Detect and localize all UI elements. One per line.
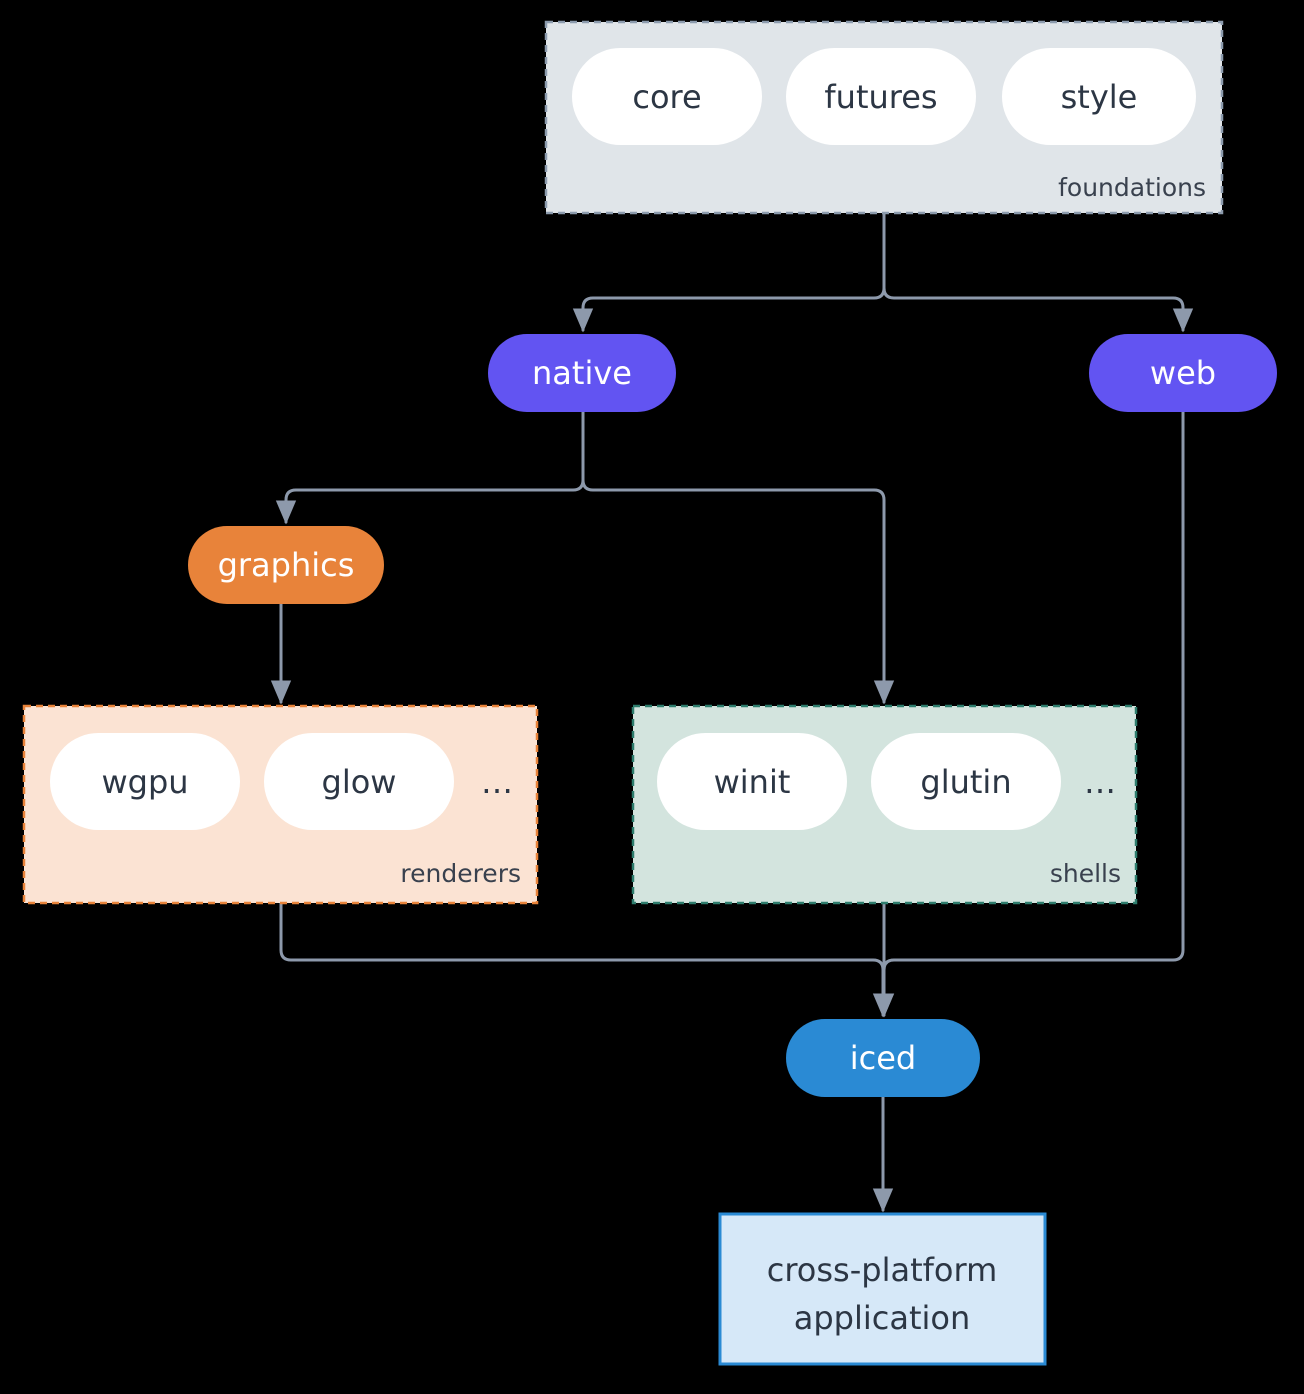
cluster-renderers-label: renderers	[400, 859, 521, 888]
renderers-ellipsis: …	[481, 763, 513, 801]
node-application[interactable]: cross-platform application	[718, 1212, 1047, 1366]
pill-glow-shape	[264, 733, 454, 830]
node-iced[interactable]: iced	[786, 1019, 980, 1097]
edge-foundations-to-native	[572, 211, 886, 333]
pill-core[interactable]: core	[572, 48, 762, 145]
edge-native-to-shells	[581, 410, 895, 705]
cluster-foundations: core futures style foundations	[544, 20, 1224, 215]
pill-style[interactable]: style	[1002, 48, 1196, 145]
cluster-renderers: wgpu glow … renderers	[22, 704, 539, 905]
node-graphics-label: graphics	[218, 546, 355, 584]
node-web[interactable]: web	[1089, 334, 1277, 412]
pill-glutin-label: glutin	[920, 763, 1011, 801]
pill-style-shape	[1002, 48, 1196, 145]
pill-style-label: style	[1061, 78, 1138, 116]
edge-layer	[270, 211, 1194, 1213]
pill-glow-label: glow	[322, 763, 397, 801]
node-web-shape	[1089, 334, 1277, 412]
pill-core-shape	[572, 48, 762, 145]
node-native-shape	[488, 334, 676, 412]
shells-ellipsis: …	[1084, 763, 1116, 801]
pill-futures-label: futures	[824, 78, 937, 116]
edge-native-to-graphics	[275, 410, 585, 525]
cluster-shells-label: shells	[1050, 859, 1121, 888]
cluster-foundations-label: foundations	[1058, 173, 1206, 202]
pill-glutin[interactable]: glutin	[871, 733, 1061, 830]
pill-futures[interactable]: futures	[786, 48, 976, 145]
pill-glutin-shape	[871, 733, 1061, 830]
pill-winit[interactable]: winit	[657, 733, 847, 830]
pill-wgpu-shape	[50, 733, 240, 830]
node-native[interactable]: native	[488, 334, 676, 412]
pill-winit-label: winit	[714, 763, 791, 801]
node-application-shape	[718, 1212, 1047, 1366]
pill-futures-shape	[786, 48, 976, 145]
node-graphics[interactable]: graphics	[188, 526, 384, 604]
node-web-label: web	[1150, 354, 1216, 392]
edge-renderers-to-iced	[279, 901, 894, 1018]
node-native-label: native	[532, 354, 632, 392]
pill-winit-shape	[657, 733, 847, 830]
node-graphics-shape	[188, 526, 384, 604]
edge-foundations-to-web	[882, 211, 1194, 333]
node-application-label-line1: cross-platform	[767, 1251, 997, 1289]
node-iced-shape	[786, 1019, 980, 1097]
pill-glow[interactable]: glow	[264, 733, 454, 830]
pill-wgpu-label: wgpu	[101, 763, 188, 801]
pill-core-label: core	[632, 78, 701, 116]
edge-web-to-iced	[873, 410, 1185, 1018]
pill-wgpu[interactable]: wgpu	[50, 733, 240, 830]
node-iced-label: iced	[850, 1039, 916, 1077]
cluster-shells: winit glutin … shells	[631, 704, 1138, 905]
node-application-label-line2: application	[794, 1299, 971, 1337]
